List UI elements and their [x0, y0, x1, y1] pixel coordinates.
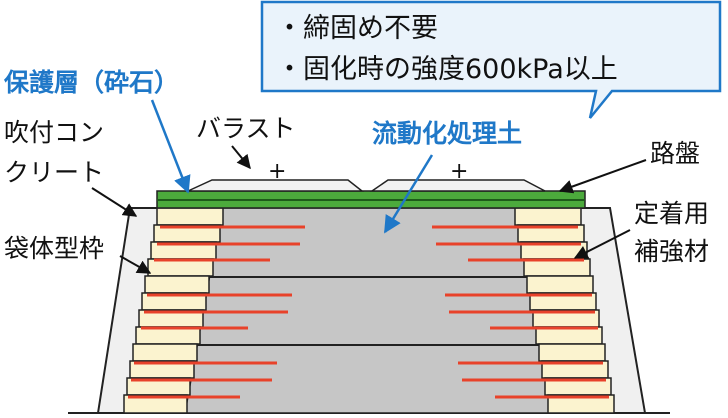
bag-form [547, 394, 615, 414]
ballast-leader [231, 145, 251, 170]
roadbed-leader [558, 159, 647, 194]
protective-layer-leader [150, 99, 191, 194]
left-bag-forms [123, 207, 224, 414]
bag-form-leader [119, 255, 152, 274]
bag-form [144, 275, 210, 294]
bag-form [514, 207, 582, 226]
fluidized-soil-leader [383, 154, 434, 234]
bag-form [132, 343, 198, 362]
fluidized-soil-label: 流動化処理土 [372, 119, 522, 148]
ballast-label: バラスト [196, 114, 296, 143]
bag-form [123, 394, 188, 414]
anchor-label-2: 補強材 [634, 237, 709, 266]
left-reinforcement [128, 225, 305, 399]
anchor-leader [573, 229, 631, 259]
anchor-label-1: 定着用 [634, 199, 709, 228]
right-reinforcement [432, 225, 609, 399]
sprayed-concrete-label-1: 吹付コン [4, 118, 104, 147]
bag-form [535, 326, 603, 345]
callout-line-1: ・締固め不要 [276, 13, 438, 44]
roadbed-label: 路盤 [650, 139, 700, 168]
bag-form [538, 343, 606, 362]
callout-bubble [260, 0, 722, 119]
bag-form-label: 袋体型枠 [4, 234, 104, 263]
plus-left: + [268, 159, 286, 184]
plus-right: + [450, 159, 468, 184]
callout-line-2: ・固化時の強度600kPa以上 [276, 54, 618, 85]
bag-form [147, 258, 214, 277]
bag-form [135, 326, 201, 345]
bag-form [526, 275, 594, 294]
sprayed-concrete-label-2: クリート [4, 158, 104, 187]
ballast-left [187, 179, 365, 192]
protective-layer-label: 保護層（砕石） [3, 68, 179, 97]
bag-form [523, 258, 591, 277]
bag-form [156, 207, 224, 226]
sprayed-concrete-leader [91, 187, 138, 217]
